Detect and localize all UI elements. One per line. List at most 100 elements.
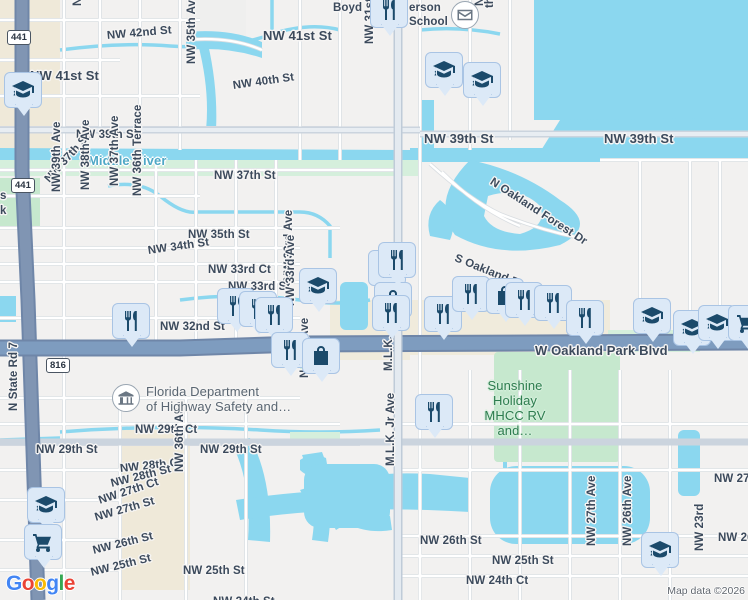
marker-tip [313, 370, 331, 382]
street-label: NW 25th St [89, 552, 153, 579]
park-label: Sunshine Holiday MHCC RV and… [484, 378, 546, 438]
marker-tip [381, 24, 399, 36]
marker-bubble [415, 394, 453, 430]
map-marker[interactable] [24, 524, 62, 568]
restaurant-icon [437, 304, 449, 324]
street-label: NW 41st St [263, 28, 332, 43]
street-label: NW 39th St [76, 129, 138, 141]
street-label: NW 26th [718, 532, 748, 544]
street-label: W Oakland Park Blvd [535, 343, 668, 358]
school-icon [641, 307, 663, 324]
street-label: NW 24th St [213, 596, 275, 600]
map-marker[interactable] [372, 295, 410, 339]
marker-tip [35, 556, 53, 568]
marker-tip [709, 337, 727, 349]
map-marker[interactable] [112, 303, 150, 347]
map-marker[interactable] [302, 338, 340, 382]
street-label: NW 36th Terrace [132, 104, 144, 196]
street-label: s [0, 190, 7, 202]
street-label: School [409, 16, 448, 28]
street-label: NW 29th Ct [135, 424, 198, 436]
map-marker[interactable] [425, 52, 463, 96]
map-marker[interactable] [728, 305, 748, 349]
street-label: NW 38th Ave [80, 119, 92, 190]
google-logo-letter: o [33, 572, 47, 595]
restaurant-icon [383, 0, 395, 20]
marker-tip [463, 308, 481, 320]
street-label: th Ave [484, 0, 496, 8]
street-label: NW 35th St [188, 229, 250, 241]
marker-tip [652, 564, 670, 576]
map-marker[interactable] [566, 300, 604, 344]
street-label: NW 32nd St [160, 321, 225, 333]
street-label: NW 27th [714, 473, 748, 485]
restaurant-icon [428, 402, 440, 422]
restaurant-icon [230, 296, 242, 316]
google-logo: Google [6, 572, 75, 596]
school-icon [649, 541, 671, 558]
marker-tip [474, 94, 492, 106]
street-label: Middle River [88, 153, 167, 168]
street-label: erson [409, 2, 441, 14]
street-label: NW 40th St [232, 71, 295, 92]
marker-tip [282, 364, 300, 376]
google-logo-letter: l [58, 572, 64, 595]
street-label: NW 41st St [30, 68, 99, 83]
street-label: NW 29th St [36, 444, 98, 456]
restaurant-icon [385, 303, 397, 323]
street-label: NW 29th St [200, 444, 262, 456]
street-label: NW 33rd Ave [285, 234, 297, 306]
street-label: NW 35th Ave [186, 0, 198, 64]
marker-tip [516, 314, 534, 326]
restaurant-icon [579, 308, 591, 328]
marker-tip [644, 330, 662, 342]
marker-tip [389, 274, 407, 286]
school-icon [35, 496, 57, 513]
street-label: NW 37th St [214, 170, 276, 182]
shopping-bag-icon [314, 346, 328, 365]
marker-tip [15, 104, 33, 116]
poi-label-group[interactable]: Florida Department of Highway Safety and… [112, 384, 291, 414]
shopping-cart-icon [737, 315, 748, 333]
restaurant-icon [547, 293, 559, 313]
street-label: NW 39th St [604, 131, 674, 146]
street-label: NW 23rd [694, 503, 706, 551]
google-logo-letter: o [21, 572, 35, 595]
school-icon [433, 61, 455, 78]
post-office-icon[interactable] [451, 1, 479, 29]
map-marker[interactable] [641, 532, 679, 576]
map-marker[interactable] [415, 394, 453, 438]
route-shield: 441 [7, 30, 31, 45]
route-shield: 441 [11, 178, 35, 193]
map-marker[interactable] [4, 72, 42, 116]
marker-tip [383, 327, 401, 339]
street-label: NW 39th Ave [51, 121, 63, 192]
marker-tip [436, 84, 454, 96]
map-marker[interactable] [463, 62, 501, 106]
map-marker[interactable] [370, 0, 408, 36]
street-label: NW 26th St [420, 535, 482, 547]
google-logo-letter: G [6, 572, 22, 595]
marker-tip [123, 335, 141, 347]
street-label: NW 25th St [492, 555, 554, 567]
restaurant-icon [465, 284, 477, 304]
map-marker[interactable] [378, 242, 416, 286]
street-label: NW 33rd Ct [208, 264, 271, 276]
restaurant-icon [284, 340, 296, 360]
shopping-cart-icon [33, 534, 51, 552]
street-label: NW 24th Ct [466, 575, 529, 587]
marker-bubble [112, 303, 150, 339]
street-label: NW 37th Ave [109, 115, 121, 186]
route-shield: 816 [46, 358, 70, 373]
map-marker[interactable] [633, 298, 671, 342]
school-icon [681, 319, 703, 336]
street-label: k [0, 205, 7, 217]
government-building-icon [112, 384, 140, 412]
map-attribution: Map data ©2026 [667, 585, 745, 597]
street-label: Boyd [333, 2, 363, 14]
map-marker[interactable] [299, 268, 337, 312]
street-label: NW 34th St [147, 236, 210, 257]
map-marker[interactable] [452, 276, 490, 320]
